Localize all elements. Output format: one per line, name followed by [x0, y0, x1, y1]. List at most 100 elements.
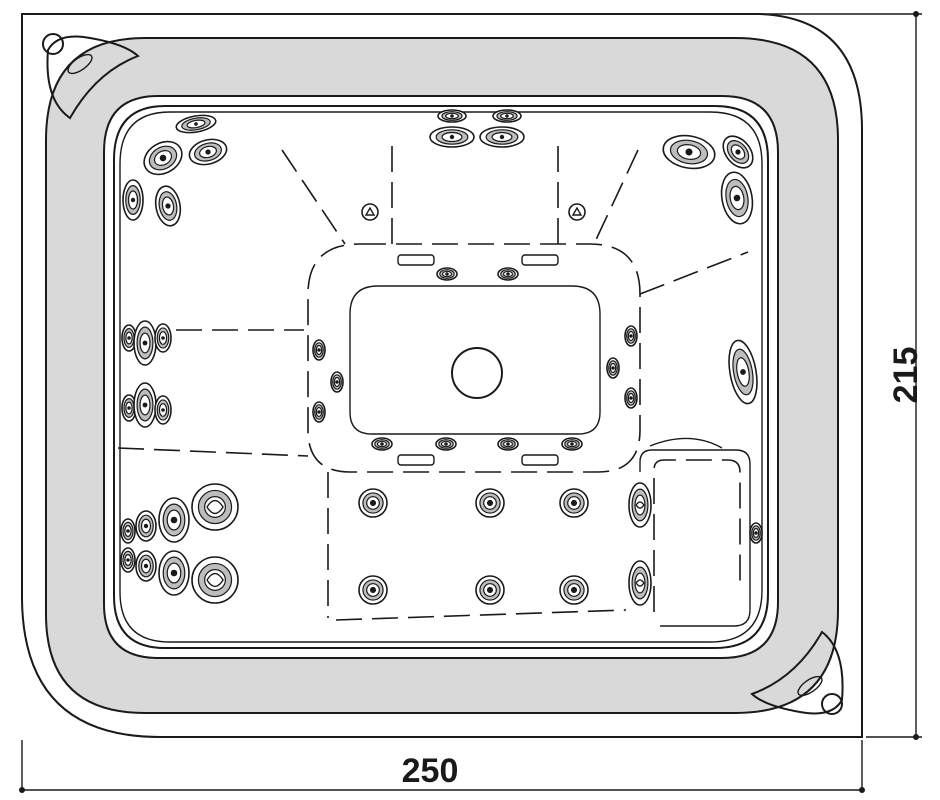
jet-nozzle — [335, 380, 339, 384]
jet — [312, 339, 326, 361]
jet-inner-ring — [634, 572, 646, 594]
jet — [662, 134, 716, 170]
jet-nozzle — [205, 149, 211, 155]
inner-basin-lip — [119, 111, 763, 643]
air-control-ring — [361, 203, 379, 221]
jet — [154, 185, 182, 227]
jet — [133, 320, 157, 366]
jet — [312, 401, 326, 423]
jet — [133, 382, 157, 428]
jet — [154, 395, 172, 425]
jet-nozzle — [449, 134, 455, 140]
jet — [330, 371, 344, 393]
jet-nozzle — [499, 134, 505, 140]
jet-nozzle — [570, 442, 574, 446]
jet-nozzle — [317, 348, 321, 352]
jet-swirl — [206, 499, 224, 515]
footwell-slot — [397, 254, 435, 266]
jet-nozzle — [486, 499, 494, 507]
jet — [435, 437, 457, 451]
jet — [175, 114, 217, 134]
jet-swirl — [206, 572, 224, 588]
jet-nozzle — [733, 194, 741, 202]
jet-nozzle — [445, 272, 449, 276]
jet-nozzle — [369, 499, 377, 507]
jet-nozzle — [170, 516, 178, 524]
jet-inner-ring — [204, 569, 226, 591]
jet-nozzle — [629, 396, 633, 400]
jet-nozzle — [143, 523, 149, 529]
jet — [497, 267, 519, 281]
jet-nozzle — [444, 442, 448, 446]
jet-nozzle — [685, 148, 693, 156]
width-label: 250 — [402, 752, 459, 790]
drain — [451, 347, 503, 399]
jet-nozzle — [450, 114, 454, 118]
dimension-endpoint — [913, 11, 919, 17]
lounger-outline — [639, 449, 751, 627]
jet — [475, 575, 505, 605]
jet — [628, 560, 652, 606]
jet — [120, 518, 136, 544]
jet — [191, 483, 239, 531]
jet — [728, 339, 758, 405]
jet — [429, 126, 475, 148]
jet — [121, 394, 137, 422]
jet-nozzle — [127, 336, 131, 340]
jet — [492, 109, 522, 123]
dimension-height: 215 — [690, 11, 925, 740]
air-control-ring — [568, 203, 586, 221]
jet-nozzle — [611, 366, 615, 370]
jet-nozzle — [629, 334, 633, 338]
jet-nozzle — [369, 586, 377, 594]
lounger-curve — [649, 437, 723, 449]
jet-nozzle — [126, 558, 130, 562]
jet-nozzle — [142, 340, 148, 346]
jet-nozzle — [126, 529, 130, 533]
jet-inner-ring — [204, 496, 226, 518]
jet-nozzle — [380, 442, 384, 446]
dimension-endpoint — [913, 734, 919, 740]
jet — [628, 482, 652, 528]
jet — [188, 138, 228, 166]
jet — [624, 387, 638, 409]
outer-shell-outline — [21, 13, 863, 738]
jet — [559, 488, 589, 518]
jet-nozzle — [570, 499, 578, 507]
jet — [436, 267, 458, 281]
air-control-arrow — [571, 206, 583, 216]
jet — [158, 550, 190, 596]
jet — [559, 575, 589, 605]
jet — [606, 357, 620, 379]
footwell-slot — [521, 454, 559, 466]
jet — [191, 556, 239, 604]
jet — [154, 323, 172, 353]
jet — [135, 550, 157, 582]
jet-nozzle — [740, 369, 746, 375]
jet-nozzle — [165, 203, 171, 209]
dimension-width: 250 — [19, 740, 865, 793]
footwell-slot — [521, 254, 559, 266]
jet-nozzle — [486, 586, 494, 594]
height-label: 215 — [887, 347, 925, 404]
footwell-outer — [307, 243, 641, 473]
air-control-knob — [361, 203, 379, 221]
jet-inner-ring — [634, 494, 646, 516]
seat-dividers — [117, 146, 749, 621]
jet-nozzle — [161, 336, 165, 340]
jet-nozzle — [130, 197, 136, 203]
jet — [358, 575, 388, 605]
jet-nozzle — [317, 410, 321, 414]
jet-nozzle — [142, 402, 148, 408]
jet — [624, 325, 638, 347]
jet — [122, 179, 144, 221]
jet — [475, 488, 505, 518]
jet-swirl — [635, 579, 645, 587]
jet — [749, 522, 763, 544]
jet — [143, 140, 183, 176]
inner-basin-outline — [113, 105, 769, 649]
headrest-bottom-right-knob — [821, 693, 843, 715]
headrest-top-left-logo — [67, 53, 93, 75]
jet — [135, 510, 157, 542]
